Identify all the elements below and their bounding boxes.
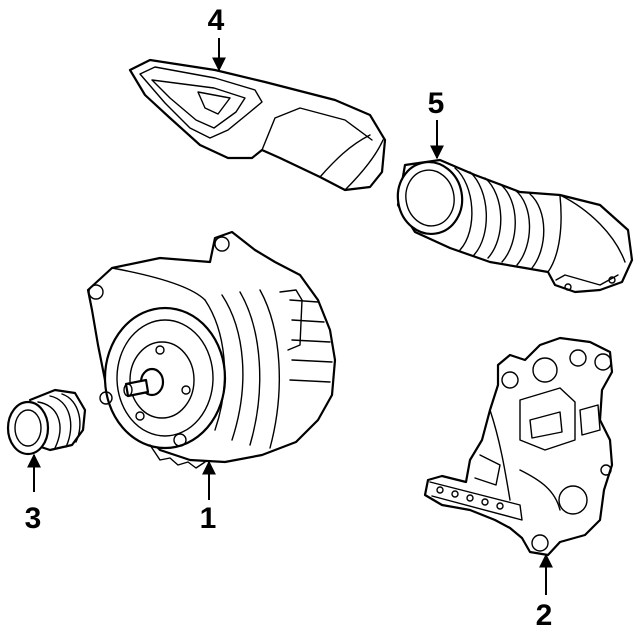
- callout-3-number: 3: [25, 502, 42, 535]
- callout-2-number: 2: [536, 599, 553, 632]
- mounting-bracket-part[interactable]: [423, 336, 614, 557]
- callout-5-number: 5: [428, 87, 445, 120]
- alternator-part[interactable]: [86, 230, 337, 469]
- intake-hose-part[interactable]: [392, 157, 634, 294]
- air-duct-part[interactable]: [128, 58, 387, 192]
- callout-4: 4: [208, 4, 226, 72]
- callout-4-number: 4: [208, 4, 225, 37]
- callout-1: 1: [200, 460, 217, 535]
- callout-1-number: 1: [200, 502, 217, 535]
- bushing-part[interactable]: [6, 388, 87, 456]
- callout-2: 2: [536, 553, 553, 632]
- callout-3: 3: [25, 453, 42, 535]
- callout-5: 5: [428, 87, 445, 160]
